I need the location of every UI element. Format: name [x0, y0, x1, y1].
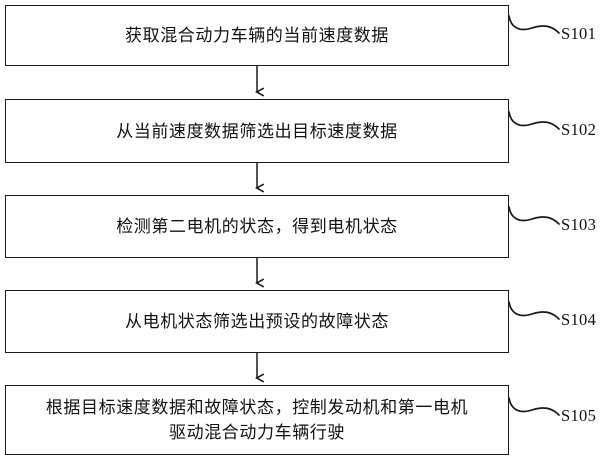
step-label-s105: S105 — [561, 406, 597, 425]
step-label-s103: S103 — [561, 215, 597, 234]
step-text-s101: 获取混合动力车辆的当前速度数据 — [125, 26, 389, 45]
step-text-s103: 检测第二电机的状态，得到电机状态 — [116, 217, 398, 236]
step-text-s102: 从当前速度数据筛选出目标速度数据 — [116, 121, 398, 141]
leader-line-s105 — [508, 397, 560, 416]
leader-line-s101 — [508, 15, 560, 34]
leader-line-s104 — [508, 301, 560, 320]
step-label-s101: S101 — [561, 24, 597, 43]
step-text-s104: 从电机状态筛选出预设的故障状态 — [125, 312, 389, 331]
step-box-s103[interactable]: 检测第二电机的状态，得到电机状态 — [5, 195, 509, 258]
step-box-s104[interactable]: 从电机状态筛选出预设的故障状态 — [5, 290, 509, 353]
step-box-s102[interactable]: 从当前速度数据筛选出目标速度数据 — [5, 99, 509, 163]
step-box-s105[interactable]: 根据目标速度数据和故障状态，控制发动机和第一电机 驱动混合动力车辆行驶 — [5, 385, 509, 455]
leader-line-s102 — [508, 111, 560, 130]
step-text-s105: 根据目标速度数据和故障状态，控制发动机和第一电机 驱动混合动力车辆行驶 — [45, 398, 469, 442]
step-box-s101[interactable]: 获取混合动力车辆的当前速度数据 — [5, 5, 509, 66]
step-label-s102: S102 — [561, 120, 597, 139]
leader-line-s103 — [508, 206, 560, 225]
step-label-s104: S104 — [561, 310, 597, 329]
